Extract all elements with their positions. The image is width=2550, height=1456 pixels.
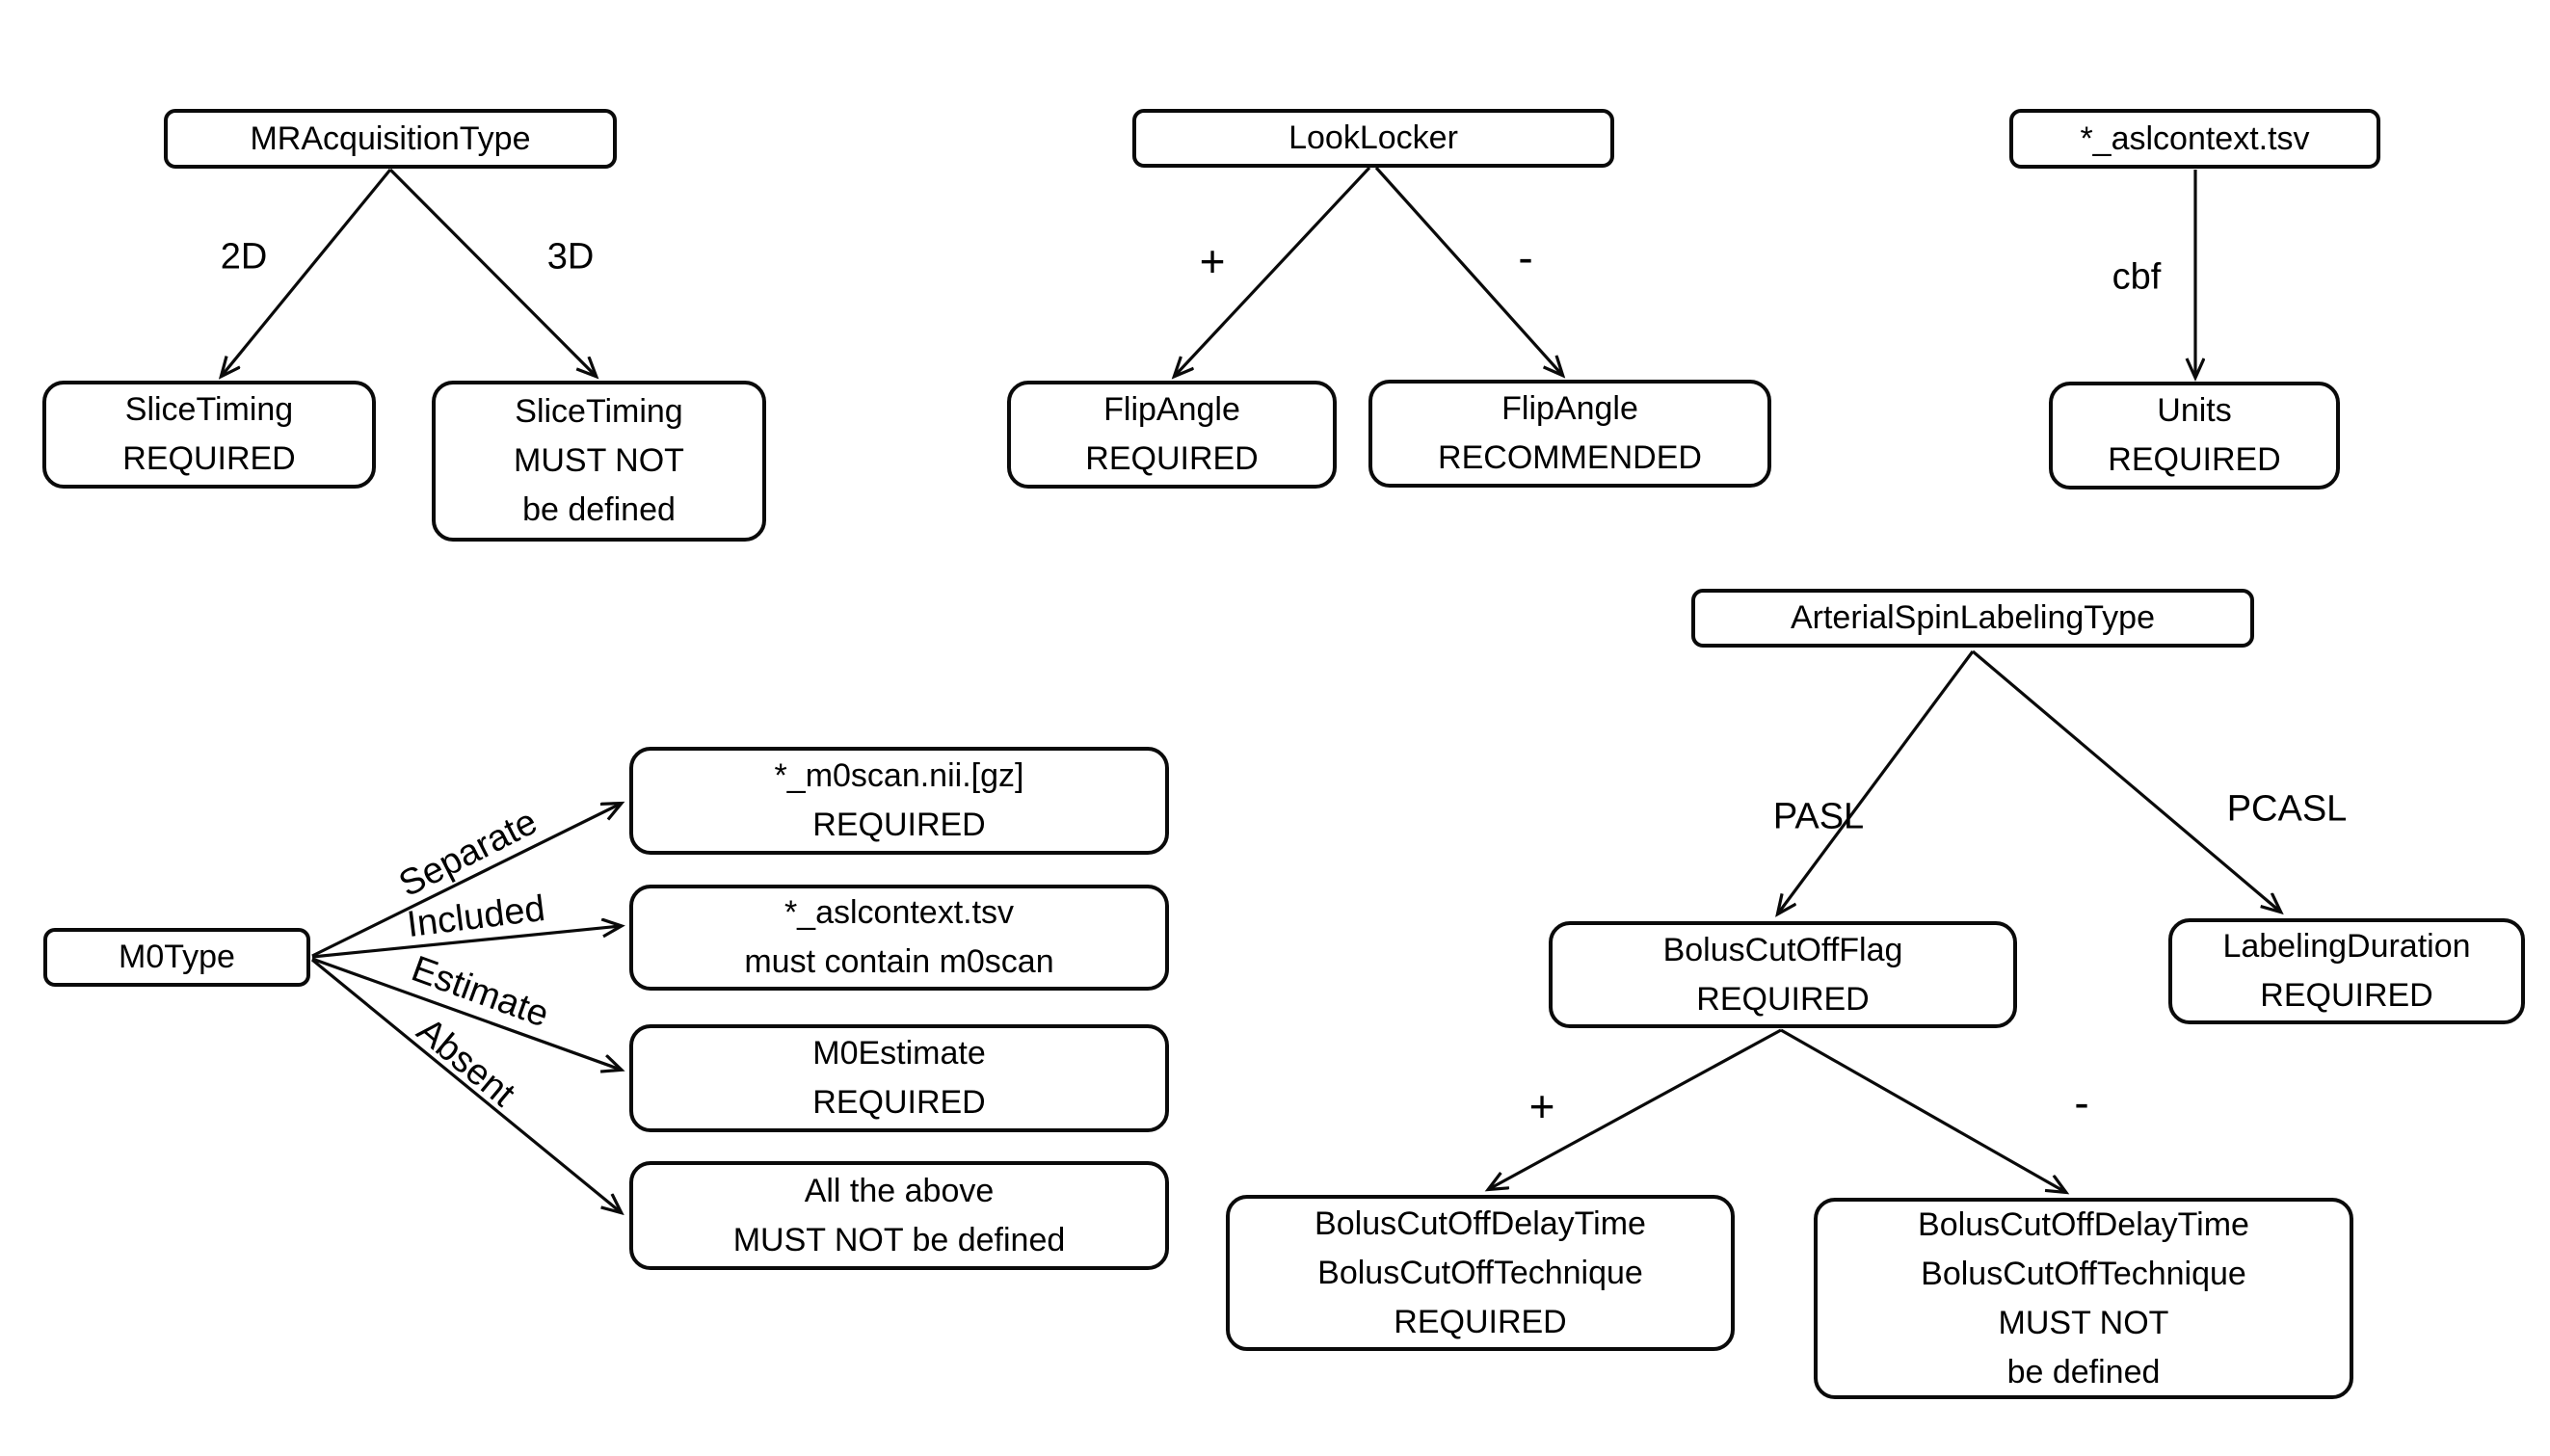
node-line: REQUIRED bbox=[122, 440, 296, 477]
node-flipangle-recommended: FlipAngle RECOMMENDED bbox=[1368, 380, 1771, 488]
edge-mracq-3d bbox=[388, 168, 596, 376]
node-flipangle-required: FlipAngle REQUIRED bbox=[1007, 381, 1337, 489]
edge-m0type-absent bbox=[310, 958, 621, 1212]
edge-m0type-separate bbox=[311, 804, 621, 958]
edge-looklocker-minus bbox=[1374, 166, 1562, 375]
edge-boluscutoff-plus bbox=[1489, 1028, 1782, 1189]
node-label: ArterialSpinLabelingType bbox=[1790, 599, 2156, 636]
node-aslcontext-contain-m0scan: *_aslcontext.tsv must contain m0scan bbox=[629, 885, 1169, 991]
node-boluscutoff-required: BolusCutOffDelayTime BolusCutOffTechniqu… bbox=[1226, 1195, 1735, 1351]
edge-m0type-estimate bbox=[311, 957, 621, 1070]
node-line: BolusCutOffTechnique bbox=[1921, 1255, 2246, 1292]
node-line: BolusCutOffTechnique bbox=[1317, 1254, 1643, 1291]
node-line: be defined bbox=[2006, 1353, 2161, 1390]
node-line: MUST NOT bbox=[514, 442, 684, 479]
edge-label-bolus-minus: - bbox=[2074, 1077, 2089, 1127]
node-line: SliceTiming bbox=[124, 391, 294, 428]
node-labelingduration-required: LabelingDuration REQUIRED bbox=[2168, 918, 2525, 1024]
node-line: be defined bbox=[522, 491, 676, 528]
edge-mracq-2d bbox=[222, 168, 392, 376]
node-label: *_aslcontext.tsv bbox=[2080, 119, 2310, 157]
node-line: BolusCutOffDelayTime bbox=[1315, 1205, 1646, 1242]
node-label: LookLocker bbox=[1288, 119, 1458, 156]
node-line: REQUIRED bbox=[1394, 1303, 1567, 1340]
edge-label-3d: 3D bbox=[546, 236, 595, 278]
node-line: LabelingDuration bbox=[2222, 928, 2471, 965]
node-boluscutoff-mustnot: BolusCutOffDelayTime BolusCutOffTechniqu… bbox=[1814, 1198, 2353, 1399]
node-slicetiming-mustnot: SliceTiming MUST NOT be defined bbox=[432, 381, 766, 542]
node-line: REQUIRED bbox=[812, 1084, 986, 1121]
node-line: M0Estimate bbox=[812, 1035, 986, 1072]
node-all-above-mustnot: All the above MUST NOT be defined bbox=[629, 1161, 1169, 1270]
node-m0scan-required: *_m0scan.nii.[gz] REQUIRED bbox=[629, 747, 1169, 855]
node-line: REQUIRED bbox=[812, 807, 986, 843]
edge-label-pasl: PASL bbox=[1772, 796, 1865, 837]
edge-label-2d: 2D bbox=[220, 236, 268, 278]
node-line: FlipAngle bbox=[1501, 390, 1638, 427]
node-label: M0Type bbox=[119, 939, 235, 975]
edge-boluscutoff-minus bbox=[1780, 1028, 2065, 1192]
node-units-required: Units REQUIRED bbox=[2049, 382, 2340, 490]
node-line: MUST NOT bbox=[1998, 1304, 2169, 1341]
node-m0estimate-required: M0Estimate REQUIRED bbox=[629, 1024, 1169, 1132]
node-line: *_m0scan.nii.[gz] bbox=[774, 757, 1024, 794]
node-label: MRAcquisitionType bbox=[250, 119, 531, 157]
edge-label-cbf: cbf bbox=[2112, 256, 2162, 298]
node-line: FlipAngle bbox=[1103, 391, 1240, 428]
node-line: RECOMMENDED bbox=[1438, 439, 1702, 476]
edge-label-bolus-plus: + bbox=[1528, 1081, 1555, 1131]
edge-m0type-included bbox=[311, 926, 621, 959]
edge-looklocker-plus bbox=[1175, 166, 1371, 376]
node-line: Units bbox=[2157, 392, 2232, 429]
node-aslcontext-tsv: *_aslcontext.tsv bbox=[2009, 109, 2380, 169]
node-line: BolusCutOffFlag bbox=[1662, 931, 1903, 968]
node-arterialspinlabelingtype: ArterialSpinLabelingType bbox=[1691, 589, 2254, 648]
node-line: MUST NOT be defined bbox=[732, 1221, 1066, 1258]
node-slicetiming-required: SliceTiming REQUIRED bbox=[42, 381, 376, 489]
node-line: All the above bbox=[804, 1172, 995, 1209]
node-line: SliceTiming bbox=[515, 393, 683, 430]
node-line: BolusCutOffDelayTime bbox=[1918, 1205, 2249, 1243]
node-line: REQUIRED bbox=[1696, 980, 1870, 1018]
node-boluscutoffflag-required: BolusCutOffFlag REQUIRED bbox=[1549, 921, 2017, 1028]
node-line: REQUIRED bbox=[2108, 441, 2281, 478]
node-line: REQUIRED bbox=[2260, 977, 2433, 1014]
edge-label-plus: + bbox=[1199, 236, 1226, 286]
edge-label-minus: - bbox=[1518, 232, 1533, 282]
node-looklocker: LookLocker bbox=[1132, 109, 1614, 168]
edge-asltype-pcasl bbox=[1971, 649, 2280, 912]
edge-label-pcasl: PCASL bbox=[2226, 788, 2348, 830]
node-line: *_aslcontext.tsv bbox=[784, 894, 1015, 931]
node-mracquisitiontype: MRAcquisitionType bbox=[164, 109, 617, 169]
node-m0type: M0Type bbox=[43, 928, 310, 987]
edge-asltype-pasl bbox=[1778, 650, 1975, 913]
node-line: REQUIRED bbox=[1085, 440, 1259, 477]
node-line: must contain m0scan bbox=[744, 943, 1054, 980]
